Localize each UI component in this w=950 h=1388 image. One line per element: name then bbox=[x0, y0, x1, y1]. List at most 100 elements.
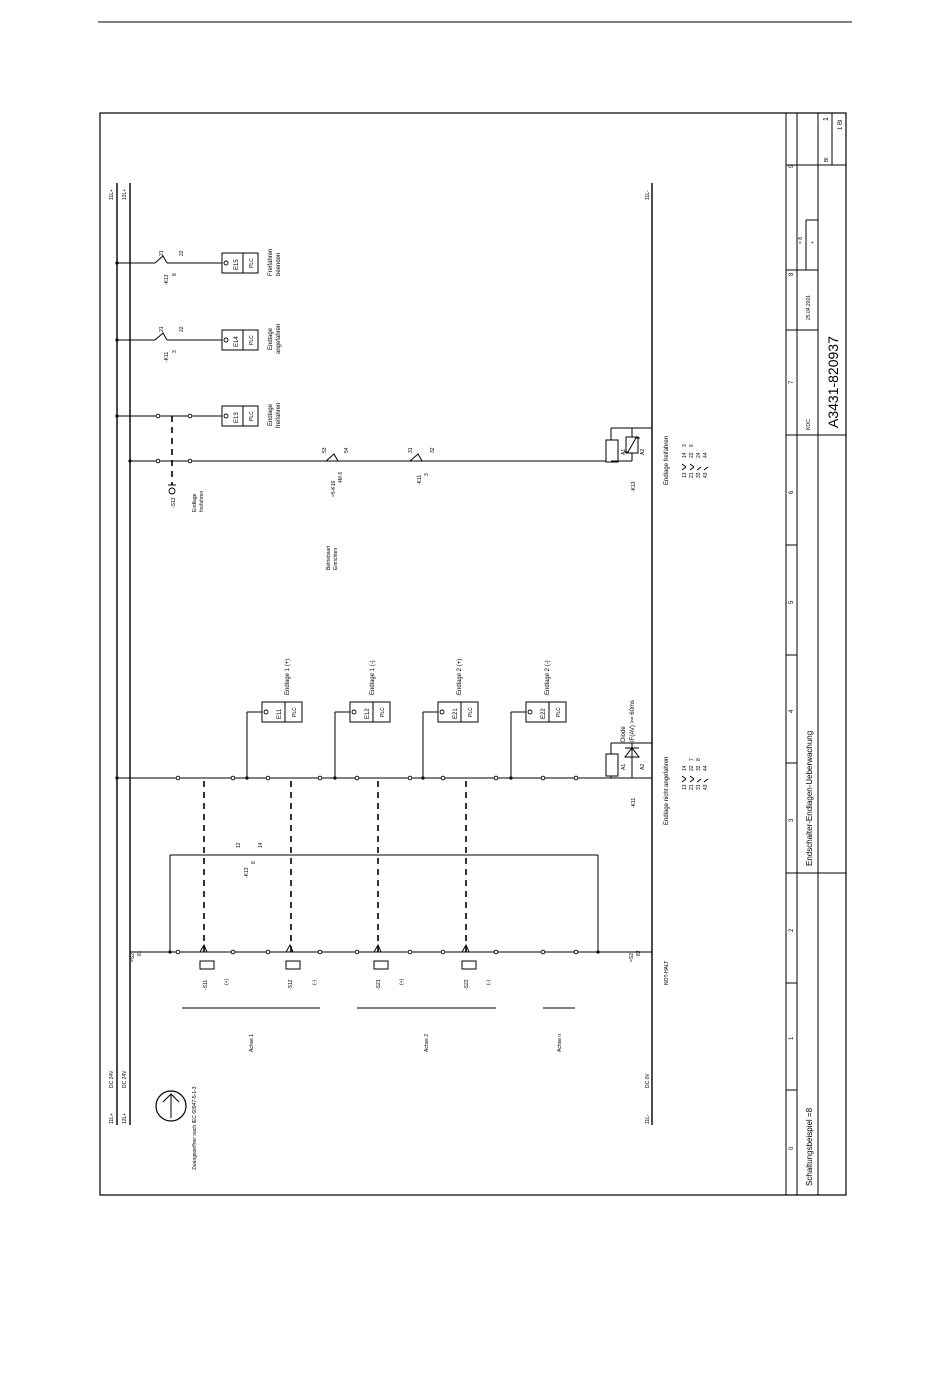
k13-c24: 24 bbox=[696, 452, 702, 458]
plc-input-e11: E11 PLC Endlage 1 (+) bbox=[247, 659, 303, 723]
rail-minus-voltage: DC 0V bbox=[645, 1073, 651, 1088]
plc-addr-e22: E22 bbox=[541, 708, 547, 719]
limit-switch-s12: -S12 (-) bbox=[285, 943, 318, 990]
top-plus2-label: 12L+ bbox=[122, 189, 128, 200]
column-number-0: 0 bbox=[789, 1146, 795, 1150]
k11-nc-tag: -K11 bbox=[417, 475, 423, 485]
k11-e14-b: 22 bbox=[179, 326, 185, 332]
relay-k11: A1 A2 -K11 Endlage nicht angefahren Diod… bbox=[605, 700, 709, 825]
k13-c43: 43 bbox=[703, 472, 709, 478]
plc-input-e22: E22 PLC Endlage 2 (-) bbox=[511, 660, 567, 723]
zone-label: = 8 bbox=[798, 237, 804, 244]
switch-sign-s12: (-) bbox=[312, 980, 318, 985]
switch-sign-s22: (-) bbox=[486, 980, 492, 985]
k11-c8: 8 bbox=[696, 758, 702, 761]
author: KOC bbox=[806, 419, 812, 430]
k11-contact-chain bbox=[115, 712, 652, 781]
k16-tag: =5-K16 bbox=[331, 481, 337, 497]
k11-nc-a: 31 bbox=[408, 447, 414, 453]
sheet-total: 1 Bl bbox=[838, 120, 844, 130]
k16-a: 53 bbox=[322, 447, 328, 453]
k13-c22: 22 bbox=[689, 452, 695, 458]
column-number-6: 6 bbox=[789, 490, 795, 494]
k16-label-2: Einrichten bbox=[333, 548, 339, 570]
plc-tag-e14: PLC bbox=[249, 335, 255, 345]
plc-label-e22: Endlage 2 (-) bbox=[545, 660, 551, 695]
k13-c3: 3 bbox=[682, 444, 688, 447]
k11-a1: A1 bbox=[621, 764, 627, 770]
column-number-9: 9 bbox=[789, 164, 795, 168]
rail-minus-label: 11L- bbox=[645, 1114, 651, 1124]
plc-tag-e13: PLC bbox=[249, 411, 255, 421]
plc-addr-e15: E15 bbox=[234, 259, 240, 270]
column-number-1: 1 bbox=[789, 1036, 795, 1040]
k13-bypass-contact: -K13 8 12 14 bbox=[169, 842, 599, 952]
k11-c32: 32 bbox=[696, 765, 702, 771]
k13-e15-b: 22 bbox=[179, 250, 185, 256]
k11-nc-contact: -K11 3 31 32 bbox=[408, 447, 436, 485]
k13-bypass-b: 14 bbox=[258, 842, 264, 848]
drawing-number: A3431-820937 bbox=[825, 336, 841, 428]
plc-label-e15-1: Freifahren bbox=[268, 249, 274, 276]
axis-label-2: Achse 2 bbox=[424, 1034, 430, 1052]
plc-addr-e13: E13 bbox=[234, 412, 240, 423]
nothalt-ref-in-b: 81 bbox=[137, 950, 143, 956]
axis-label-n: Achse n bbox=[557, 1034, 563, 1052]
nothalt-ref-out-a: =S2 bbox=[629, 953, 635, 962]
sheet-bl-label: Bl bbox=[824, 158, 830, 162]
plc-tag-e15: PLC bbox=[249, 258, 255, 268]
switch-tag-s22: -S22 bbox=[464, 979, 470, 990]
k13-bypass-sub: 8 bbox=[251, 861, 257, 864]
k11-a2: A2 bbox=[640, 764, 646, 770]
k13-tag: -K13 bbox=[631, 481, 637, 492]
s13-label-1: Endlage bbox=[192, 493, 198, 512]
k13-c44: 44 bbox=[703, 452, 709, 458]
diode-rating: IF(AV) >= 60ms bbox=[630, 700, 636, 742]
plc-label-e14-2: angefahren bbox=[276, 324, 282, 354]
plc-addr-e11: E11 bbox=[277, 708, 283, 719]
top-minus-label: 11L- bbox=[645, 190, 651, 200]
plc-label-e13-1: Endlage bbox=[268, 403, 274, 426]
k13-a2: A2 bbox=[640, 449, 646, 455]
k13-c21: 21 bbox=[689, 472, 695, 478]
plc-addr-e12: E12 bbox=[365, 708, 371, 719]
date: 25.04.2001 bbox=[806, 295, 812, 320]
drawing-frame bbox=[99, 112, 847, 1196]
nothalt-ref-out-b: 82 bbox=[636, 950, 642, 956]
s13-label-2: freifahren bbox=[199, 491, 205, 512]
k13-bypass-tag: -K13 bbox=[244, 867, 250, 878]
k13-e15-sub: 8 bbox=[172, 273, 178, 276]
k11-c14: 14 bbox=[682, 765, 688, 771]
column-number-2: 2 bbox=[789, 928, 795, 932]
limit-switch-s21: -S21 (+) bbox=[373, 943, 405, 990]
plc-input-e14: -K11 3 21 22 E14 PLC Endlage angefahren bbox=[115, 324, 282, 362]
k11-c7: 7 bbox=[689, 758, 695, 761]
k11-tag: -K11 bbox=[631, 798, 637, 808]
plc-label-e12: Endlage 1 (-) bbox=[370, 660, 376, 695]
k16-label-1: Betriebsart bbox=[326, 545, 332, 570]
k11-nc-b: 32 bbox=[430, 447, 436, 453]
axis-label-1: Achse 1 bbox=[249, 1034, 255, 1052]
nothalt-ref-in-a: =S2 bbox=[130, 953, 136, 962]
rail-plus-label: 11L+ bbox=[109, 1113, 115, 1124]
s13-branch: -S13 Endlage freifahren bbox=[115, 413, 611, 512]
diode-label: Diode bbox=[621, 726, 627, 742]
plc-label-e11: Endlage 1 (+) bbox=[285, 659, 291, 695]
plus-label: + bbox=[810, 241, 816, 244]
k13-c6: 6 bbox=[689, 444, 695, 447]
symbol-note: Zwangsoeffner nach IEC 60947-5-1-3 bbox=[192, 1086, 198, 1170]
k13-caption: Endlage freifahren bbox=[664, 436, 670, 485]
positive-opening-symbol: Zwangsoeffner nach IEC 60947-5-1-3 bbox=[155, 1086, 198, 1170]
plc-addr-e21: E21 bbox=[453, 708, 459, 719]
axis-groups: Achse 1 Achse 2 Achse n bbox=[182, 1007, 575, 1052]
k11-c21: 21 bbox=[689, 784, 695, 790]
plc-input-e13: E13 PLC Endlage freifahren bbox=[221, 403, 282, 428]
column-number-8: 8 bbox=[789, 272, 795, 276]
plc-input-e15: -K13 8 21 22 E15 PLC Freifahren beenden bbox=[115, 249, 282, 285]
rail-plus2-voltage: DC 24V bbox=[122, 1070, 128, 1088]
k11-c43: 43 bbox=[703, 784, 709, 790]
k16-contact: =5-K16 4M 6 53 54 Betriebsart Einrichten bbox=[322, 447, 350, 570]
column-number-3: 3 bbox=[789, 818, 795, 822]
k16-b: 54 bbox=[344, 447, 350, 453]
